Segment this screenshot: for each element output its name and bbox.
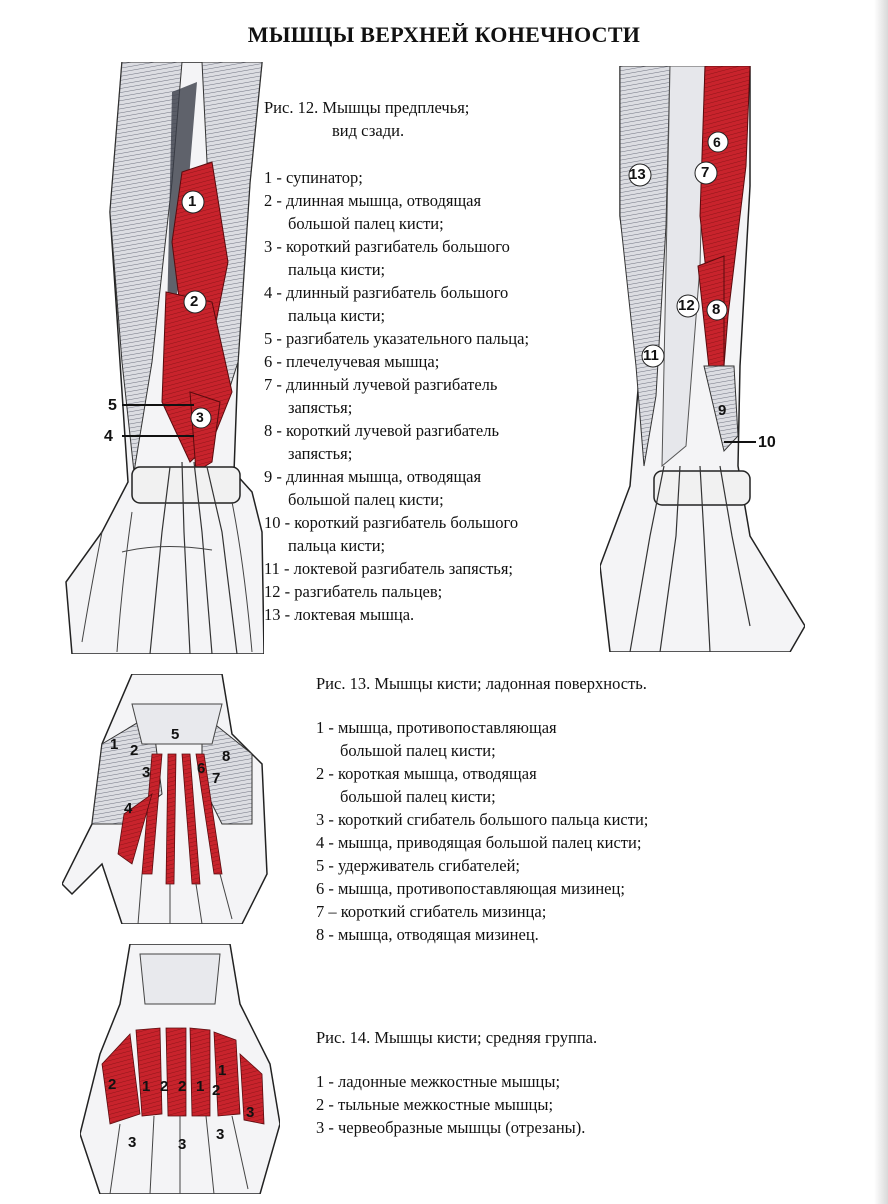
fig14-label-1b: 1 (196, 1078, 205, 1095)
fig12-label-13: 13 (629, 166, 646, 183)
fig13-label-4: 4 (124, 800, 133, 817)
fig12-label-3: 3 (196, 409, 204, 425)
fig12-label-4: 4 (104, 428, 113, 445)
fig14-label-2d: 2 (212, 1082, 221, 1099)
fig14-hand-interossei-illustration (80, 944, 280, 1194)
fig14-label-1a: 1 (142, 1078, 151, 1095)
legend-item: 8 - мышца, отводящая мизинец. (316, 925, 539, 944)
fig12-forearm-left-illustration (65, 62, 264, 654)
fig12-caption-line1: Рис. 12. Мышцы предплечья; (264, 98, 470, 117)
fig13-label-3: 3 (142, 764, 151, 781)
fig13-label-1: 1 (110, 736, 119, 753)
fig14-label-2a: 2 (108, 1076, 117, 1093)
fig14-label-1c: 1 (218, 1062, 227, 1079)
fig12-label-10: 10 (758, 434, 776, 451)
legend-item: 12 - разгибатель пальцев; (264, 582, 443, 601)
fig13-hand-palmar-illustration (62, 674, 268, 924)
fig12-label-6: 6 (713, 134, 721, 150)
fig14-label-2c: 2 (178, 1078, 187, 1095)
fig12-label-8: 8 (712, 301, 721, 318)
fig14-caption: Рис. 14. Мышцы кисти; средняя группа. (316, 1028, 598, 1047)
legend-item: 7 – короткий сгибатель мизинца; (316, 902, 547, 921)
fig12-right-markers: 6 7 8 9 10 11 12 13 (600, 66, 805, 652)
fig12-label-11: 11 (643, 347, 659, 364)
fig12-caption-line2: вид сзади. (332, 121, 405, 140)
fig13-markers: 1 2 3 4 5 6 7 8 (62, 674, 272, 924)
fig14-markers: 2 1 2 2 1 2 1 3 3 3 3 (80, 944, 280, 1194)
legend-item: 2 - тыльные межкостные мышцы; (316, 1095, 554, 1114)
fig14-label-3b: 3 (178, 1136, 187, 1153)
legend-item: 5 - удерживатель сгибателей; (316, 856, 521, 875)
fig13-label-8: 8 (222, 748, 231, 765)
fig14-label-3a: 3 (128, 1134, 137, 1151)
fig12-left-markers: 1 2 3 4 5 (62, 62, 264, 654)
fig13-label-2: 2 (130, 742, 139, 759)
legend-item: 6 - плечелучевая мышца; (264, 352, 440, 371)
fig14-label-3c: 3 (216, 1126, 225, 1143)
legend-item: 4 - мышца, приводящая большой палец кист… (316, 833, 642, 852)
legend-item: 3 - червеобразные мышцы (отрезаны). (316, 1118, 586, 1137)
fig13-label-6: 6 (197, 760, 206, 777)
page-title: МЫШЦЫ ВЕРХНЕЙ КОНЕЧНОСТИ (247, 22, 641, 47)
fig12-label-1: 1 (188, 193, 197, 210)
fig12-label-5: 5 (108, 397, 117, 414)
legend-item: 1 - супинатор; (264, 168, 363, 187)
fig12-label-12: 12 (678, 297, 695, 314)
legend-item: 5 - разгибатель указательного пальца; (264, 329, 530, 348)
fig12-legend: 1 - супинатор; 2 - длинная мышца, отводя… (264, 166, 529, 626)
fig14-label-3d: 3 (246, 1104, 255, 1121)
legend-item: 3 - короткий сгибатель большого пальца к… (316, 810, 649, 829)
legend-item: 6 - мышца, противопоставляющая мизинец; (316, 879, 625, 898)
legend-item: 13 - локтевая мышца. (264, 605, 415, 624)
fig12-label-2: 2 (190, 293, 199, 310)
legend-item: 11 - локтевой разгибатель запястья; (264, 559, 514, 578)
legend-item: 1 - ладонные межкостные мышцы; (316, 1072, 561, 1091)
fig13-caption: Рис. 13. Мышцы кисти; ладонная поверхнос… (316, 674, 647, 693)
fig14-legend: 1 - ладонные межкостные мышцы; 2 - тыльн… (316, 1070, 585, 1139)
fig13-label-5: 5 (171, 726, 180, 743)
fig12-label-7: 7 (701, 164, 710, 181)
page-edge-shadow (874, 0, 888, 1204)
fig12-label-9: 9 (718, 402, 727, 419)
fig14-label-2b: 2 (160, 1078, 169, 1095)
fig13-label-7: 7 (212, 770, 221, 787)
fig12-caption: Рис. 12. Мышцы предплечья; вид сзади. (264, 96, 469, 142)
